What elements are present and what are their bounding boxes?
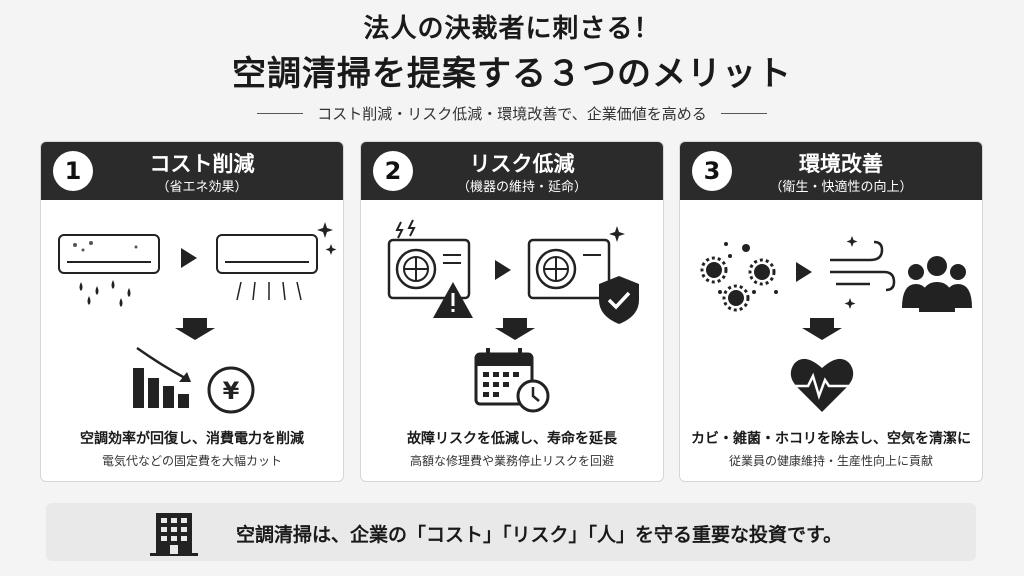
arrow-right-icon: [181, 248, 197, 268]
arrow-down-icon: [495, 318, 535, 340]
card-sub-text: 高額な修理費や業務停止リスクを回避: [409, 454, 614, 468]
card-sub-text: 従業員の健康維持・生産性向上に貢献: [728, 454, 933, 468]
arrow-down-icon: [175, 318, 215, 340]
summary-banner: 空調清掃は、企業の「コスト」「リスク」「人」を守る重要な投資です。: [46, 503, 976, 561]
card-main-text: 故障リスクを低減し、寿命を延長: [407, 431, 617, 447]
card-title: 環境改善: [799, 152, 883, 176]
card-main-text: カビ・雑菌・ホコリを除去し、空気を清潔に: [691, 431, 971, 447]
warning-icon: [433, 282, 473, 318]
page-title-line-2: 空調清掃を提案する３つのメリット: [232, 54, 792, 94]
card-number: 1: [53, 151, 93, 191]
office-building-icon: [150, 513, 198, 556]
card-header: 2 リスク低減 （機器の維持・延命）: [361, 142, 663, 200]
yen-coin-icon: ¥: [207, 366, 255, 414]
card-number: 3: [692, 151, 732, 191]
clean-air-flow-icon: [830, 236, 896, 309]
clean-air-conditioner-icon: [216, 222, 337, 301]
card-subtitle: （機器の維持・延命）: [456, 180, 587, 195]
outdoor-unit-icon: [527, 226, 625, 300]
card-illustration: [387, 219, 639, 413]
page-subtitle: コスト削減・リスク低減・環境改善で、企業価値を高める: [317, 105, 707, 123]
arrow-down-icon: [802, 318, 842, 340]
arrow-right-icon: [796, 262, 812, 282]
summary-text: 空調清掃は、企業の「コスト」「リスク」「人」を守る重要な投資です。: [236, 524, 843, 546]
germs-icon: [700, 242, 778, 312]
card-illustration: ¥: [58, 222, 337, 414]
card-subtitle: （衛生・快適性の向上）: [769, 180, 913, 195]
divider-left: [257, 113, 304, 114]
dirty-air-conditioner-icon: [58, 234, 160, 307]
card-title: コスト削減: [149, 152, 255, 176]
heart-pulse-icon: [790, 358, 854, 412]
arrow-right-icon: [495, 260, 511, 280]
card-subtitle: （省エネ効果）: [156, 180, 248, 195]
card-main-text: 空調効率が回復し、消費電力を削減: [80, 431, 304, 447]
subtitle-row: コスト削減・リスク低減・環境改善で、企業価値を高める: [0, 103, 1024, 124]
card-title: リスク低減: [469, 152, 575, 176]
shield-check-icon: [599, 276, 639, 324]
card-risk-reduction: 2 リスク低減 （機器の維持・延命）: [360, 141, 664, 482]
card-environment-improvement: 3 環境改善 （衛生・快適性の向上）: [679, 141, 983, 482]
faulty-outdoor-unit-icon: [387, 219, 471, 300]
svg-text:¥: ¥: [223, 377, 240, 405]
card-illustration: [700, 236, 972, 412]
divider-right: [720, 113, 767, 114]
page-title-line-1: 法人の決裁者に刺さる！: [363, 14, 661, 44]
card-sub-text: 電気代などの固定費を大幅カット: [101, 454, 282, 468]
decreasing-bar-chart-icon: [133, 346, 191, 408]
card-number: 2: [373, 151, 413, 191]
card-header: 3 環境改善 （衛生・快適性の向上）: [680, 142, 982, 200]
calendar-clock-icon: [474, 348, 550, 413]
people-group-icon: [902, 256, 972, 312]
card-cost-reduction: 1 コスト削減 （省エネ効果）: [40, 141, 344, 482]
card-header: 1 コスト削減 （省エネ効果）: [41, 142, 343, 200]
